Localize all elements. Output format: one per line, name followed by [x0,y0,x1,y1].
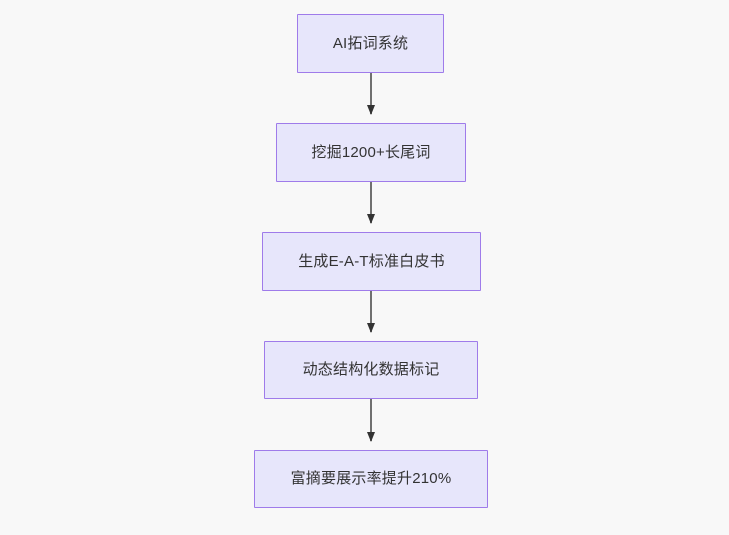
flowchart-node-dynamic-structured-data-markup[interactable]: 动态结构化数据标记 [264,341,478,399]
flowchart-node-rich-snippet-rate-increase[interactable]: 富摘要展示率提升210% [254,450,488,508]
node-label: 挖掘1200+长尾词 [311,143,431,161]
node-label: AI拓词系统 [332,34,409,52]
node-label: 生成E-A-T标准白皮书 [298,252,445,270]
node-label: 动态结构化数据标记 [302,361,440,378]
flowchart-node-mine-longtail-keywords[interactable]: 挖掘1200+长尾词 [276,123,466,182]
flowchart-node-generate-eat-whitepaper[interactable]: 生成E-A-T标准白皮书 [262,232,481,291]
flowchart-node-ai-keyword-system[interactable]: AI拓词系统 [297,14,444,73]
node-label: 富摘要展示率提升210% [290,470,452,487]
